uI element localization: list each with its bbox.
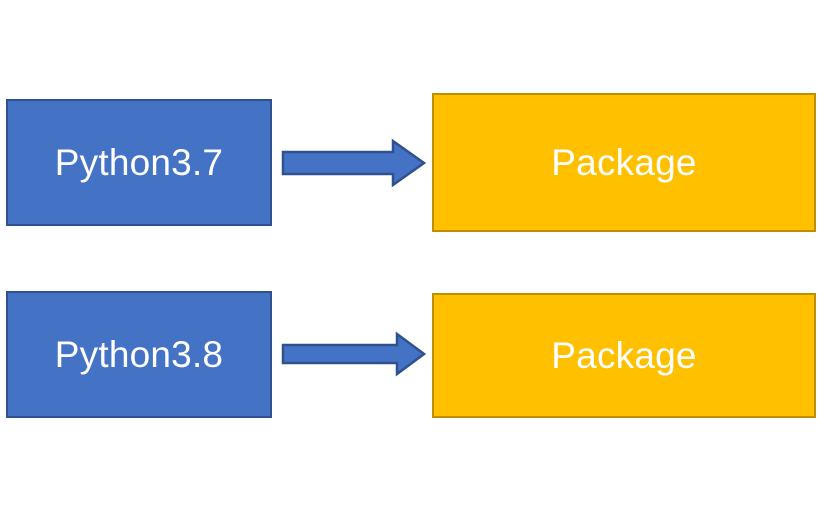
node-python38-label: Python3.8: [54, 334, 224, 375]
node-python38[interactable]: Python3.8: [6, 291, 272, 418]
arrow-right-icon-1-shape: [281, 138, 426, 188]
node-package-2-label: Package: [551, 335, 697, 376]
node-package-2[interactable]: Package: [432, 293, 816, 418]
arrow-right-icon-1: [281, 137, 426, 189]
arrow-right-icon-2: [281, 330, 426, 378]
node-package-1[interactable]: Package: [432, 93, 816, 232]
node-python37[interactable]: Python3.7: [6, 99, 272, 226]
arrow-right-icon-2-shape: [281, 331, 426, 377]
node-python37-label: Python3.7: [54, 142, 224, 183]
node-package-1-label: Package: [551, 142, 697, 183]
